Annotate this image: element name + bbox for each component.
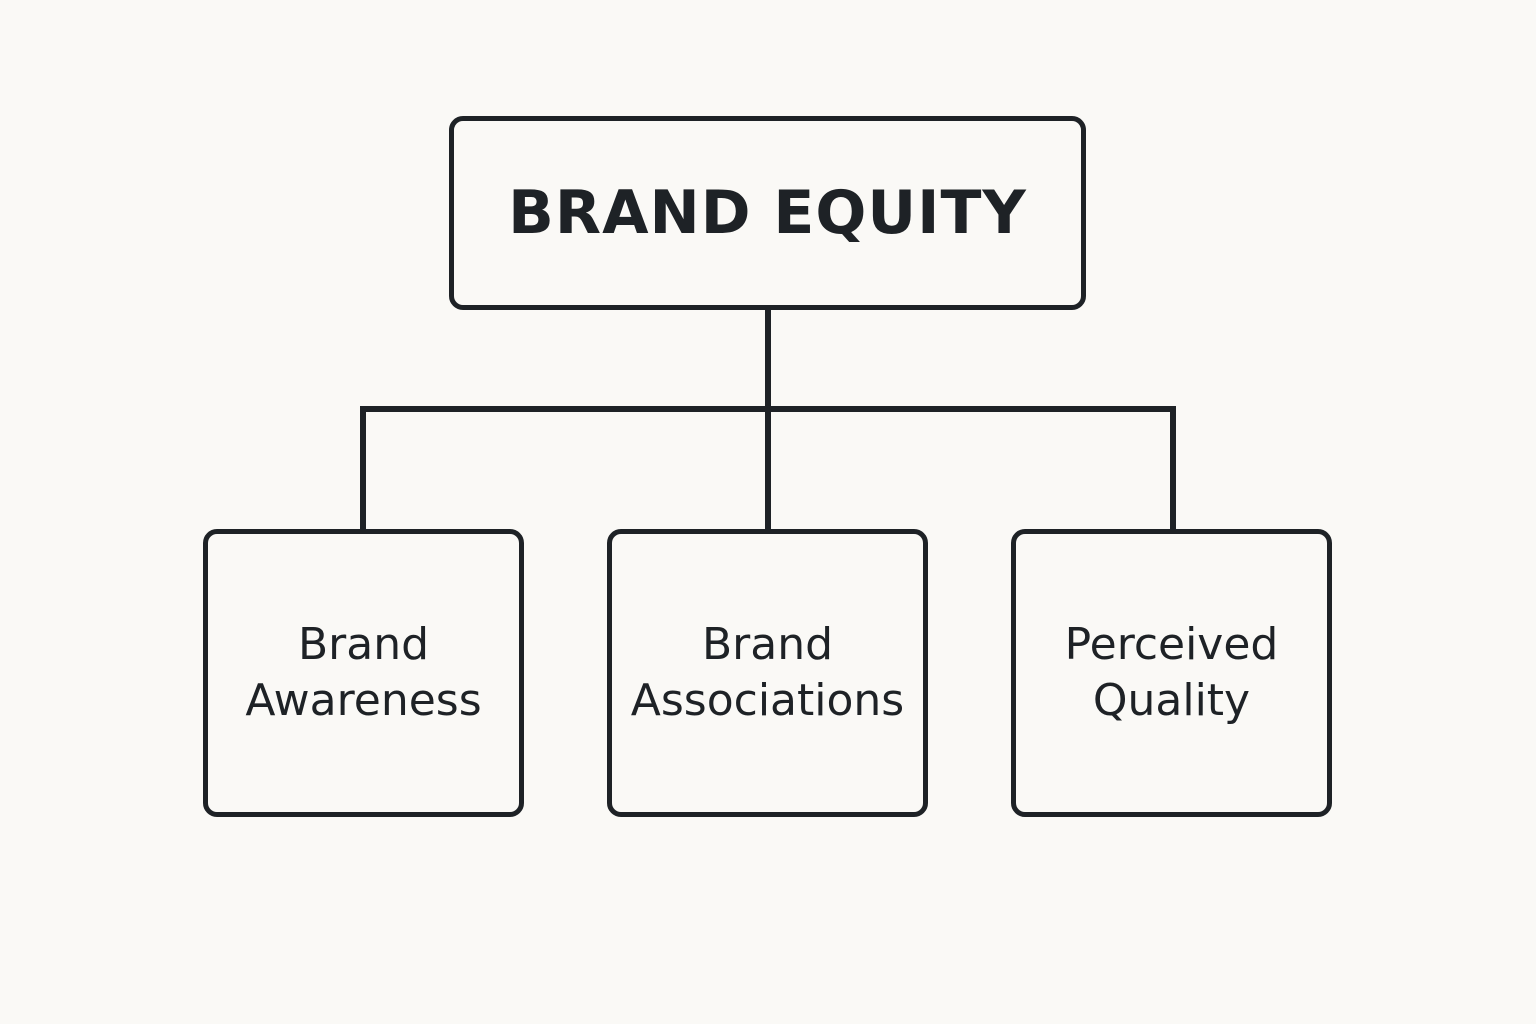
child-node-perceived-quality: Perceived Quality (1011, 529, 1332, 817)
child-node-label-line-1: Perceived (1064, 619, 1279, 670)
root-node-label: BRAND EQUITY (508, 178, 1027, 248)
child-node-label-line-2: Associations (630, 675, 905, 726)
child-node-brand-awareness: Brand Awareness (203, 529, 524, 817)
child-node-label: Perceived Quality (1065, 617, 1279, 729)
child-node-label: Brand Awareness (245, 617, 481, 729)
child-node-label-line-1: Brand (701, 619, 834, 670)
child-node-label: Brand Associations (631, 617, 904, 729)
child-node-label-line-1: Brand (297, 619, 430, 670)
root-node-brand-equity: BRAND EQUITY (449, 116, 1086, 310)
child-node-label-line-2: Quality (1092, 675, 1251, 726)
child-node-brand-associations: Brand Associations (607, 529, 928, 817)
child-node-label-line-2: Awareness (245, 675, 482, 726)
